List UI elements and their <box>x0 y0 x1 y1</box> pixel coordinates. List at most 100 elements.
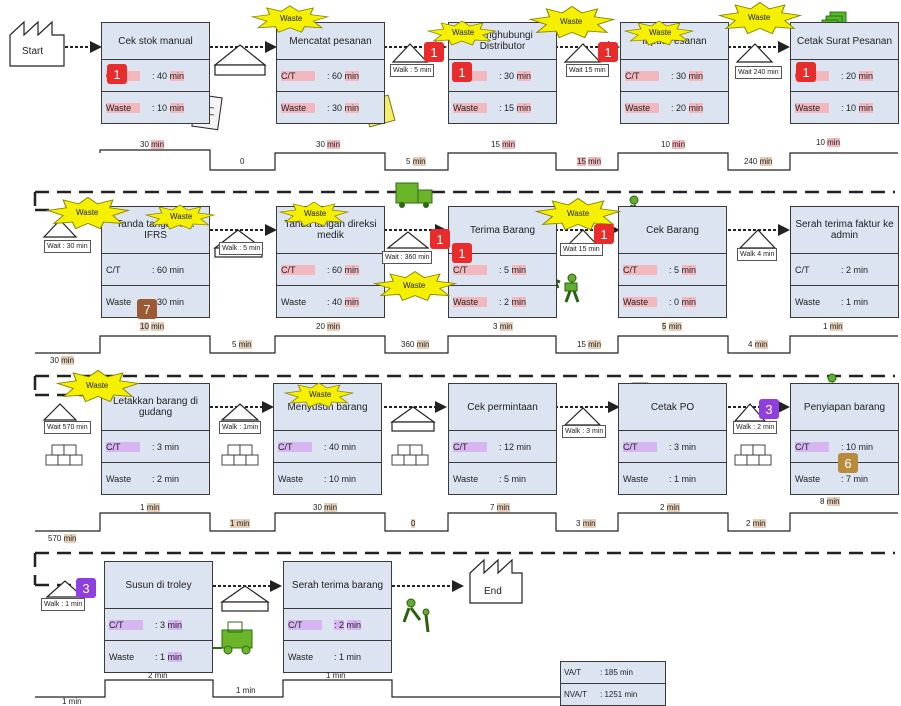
kaizen-badge: 1 <box>452 62 472 82</box>
cycle-time-row: C/T: 5 min <box>449 254 556 286</box>
process-title: Terima Barang <box>449 207 556 254</box>
timeline-top: 8 min <box>820 497 840 506</box>
wait-label: Wait 570 min <box>44 421 91 434</box>
walk-label: Walk : 3 min <box>562 425 607 438</box>
waste-row: Waste: 1 min <box>288 651 362 662</box>
kaizen-badge: 1 <box>598 42 618 62</box>
waste-row: Waste: 15 min <box>453 102 532 113</box>
process-title: Cek permintaan <box>449 384 556 431</box>
waste-row: Waste: 1 min <box>109 651 183 662</box>
process-title: Susun di troley <box>105 562 212 609</box>
process-title: Penyiapan barang <box>791 384 898 431</box>
cycle-time-row: C/T: 2 min <box>284 609 391 641</box>
waste-burst-label: Waste <box>567 209 590 218</box>
process-box: Cetak Surat Pesanan C/T: 20 min Waste: 1… <box>790 22 899 124</box>
waste-row: Waste: 1 min <box>623 473 697 484</box>
forklift-icon <box>210 621 253 655</box>
walk-label: Walk : 5 min <box>219 242 264 255</box>
cycle-time-row: C/T: 3 min <box>619 431 726 463</box>
walk-label: Walk : 5 min <box>390 64 435 77</box>
timeline-bottom: 1 min <box>62 697 82 706</box>
process-box: Mencatat pesanan C/T: 60 min Waste: 30 m… <box>276 22 385 124</box>
waste-row: Waste: 40 min <box>281 296 360 307</box>
waste-burst-label: Waste <box>76 208 99 217</box>
waste-burst-label: Waste <box>304 209 327 218</box>
cycle-time-row: C/T: 12 min <box>449 431 556 463</box>
start-label: Start <box>22 46 44 57</box>
kaizen-badge: 1 <box>107 64 127 84</box>
process-box: Cek Barang C/T: 5 min Waste: 0 min <box>618 206 727 318</box>
process-title: Mencatat pesanan <box>277 23 384 60</box>
cycle-time-row: C/T: 3 min <box>105 609 212 641</box>
walk-label: Walk : 1 min <box>41 598 86 611</box>
kaizen-badge: 1 <box>452 243 472 263</box>
timeline-top: 7 min <box>490 503 510 512</box>
timeline-top: 5 min <box>662 322 682 331</box>
waste-burst-label: Waste <box>403 281 426 290</box>
timeline-bottom: 1 min <box>230 519 250 528</box>
timeline-bottom: 0 <box>411 519 416 528</box>
process-box: Serah terima barang C/T: 2 min Waste: 1 … <box>283 561 392 673</box>
cycle-time-row: C/T: 60 min <box>102 254 209 286</box>
timeline-bottom: 5 min <box>406 157 426 166</box>
process-box: Tanda tangan direksi medik C/T: 60 min W… <box>276 206 385 318</box>
cycle-time-row: C/T: 40 min <box>274 431 381 463</box>
timeline-bottom: 0 <box>240 157 245 166</box>
waste-row: Waste: 10 min <box>795 102 874 113</box>
waste-burst-label: Waste <box>309 390 332 399</box>
waste-row: Waste: 0 min <box>623 296 697 307</box>
timeline-top: 30 min <box>316 140 341 149</box>
waste-row: Waste: 10 min <box>278 473 357 484</box>
waste-burst-label: Waste <box>748 13 771 22</box>
timeline-bottom: 3 min <box>576 519 596 528</box>
wait-label: Wait : 30 min <box>44 240 91 253</box>
waste-burst-label: Waste <box>452 28 475 37</box>
waste-row: Waste: 5 min <box>453 473 527 484</box>
process-box: Menyusun barang C/T: 40 min Waste: 10 mi… <box>273 383 382 495</box>
process-title: Cetak PO <box>619 384 726 431</box>
process-box: Terima Barang C/T: 5 min Waste: 2 min <box>448 206 557 318</box>
waste-burst-label: Waste <box>280 14 303 23</box>
cycle-time-row: C/T: 30 min <box>621 60 728 92</box>
process-box: Serah terima faktur ke admin C/T: 2 min … <box>790 206 899 318</box>
process-title: Serah terima faktur ke admin <box>791 207 898 254</box>
timeline-top: 1 min <box>140 503 160 512</box>
wait-label: Wait : 360 min <box>382 251 433 264</box>
process-title: Letakkan barang di gudang <box>102 384 209 431</box>
kaizen-badge: 7 <box>137 299 157 319</box>
waste-row: Waste: 10 min <box>106 102 185 113</box>
process-title: Cek stok manual <box>102 23 209 60</box>
timeline-bottom: 570 min <box>48 534 77 543</box>
cycle-time-row: C/T: 3 min <box>102 431 209 463</box>
process-box: Letakkan barang di gudang C/T: 3 min Was… <box>101 383 210 495</box>
timeline-bottom: 360 min <box>401 340 430 349</box>
kaizen-badge: 1 <box>424 42 444 62</box>
kaizen-badge: 6 <box>838 453 858 473</box>
timeline-top: 20 min <box>316 322 341 331</box>
walk-label: Walk 4 min <box>737 248 778 261</box>
truck-icon <box>395 182 433 208</box>
timeline-bottom: 15 min <box>577 157 602 166</box>
waste-row: Waste: 30 min <box>281 102 360 113</box>
waste-row: Waste: 7 min <box>795 473 869 484</box>
va-row: VA/T: 185 min <box>561 662 665 684</box>
waste-row: Waste: 2 min <box>106 473 180 484</box>
waste-row: Waste: 20 min <box>625 102 704 113</box>
process-title: Tanda tangan direksi medik <box>277 207 384 254</box>
timeline-top: 2 min <box>148 671 168 680</box>
cycle-time-row: C/T: 60 min <box>277 254 384 286</box>
walk-label: Walk : 2 min <box>733 421 778 434</box>
summary-box: VA/T: 185 min NVA/T: 1251 min <box>560 661 666 706</box>
kaizen-badge: 1 <box>594 224 614 244</box>
timeline-bottom: 2 min <box>746 519 766 528</box>
process-title: Input Pesanan <box>621 23 728 60</box>
timeline-top: 3 min <box>493 322 513 331</box>
process-title: Cek Barang <box>619 207 726 254</box>
nva-row: NVA/T: 1251 min <box>564 690 638 699</box>
kaizen-badge: 1 <box>430 229 450 249</box>
timeline-bottom: 5 min <box>232 340 252 349</box>
end-label: End <box>484 586 502 597</box>
process-title: Menghubungi Distributor <box>449 23 556 60</box>
cycle-time-row: C/T: 60 min <box>277 60 384 92</box>
timeline-bottom: 30 min <box>50 356 75 365</box>
